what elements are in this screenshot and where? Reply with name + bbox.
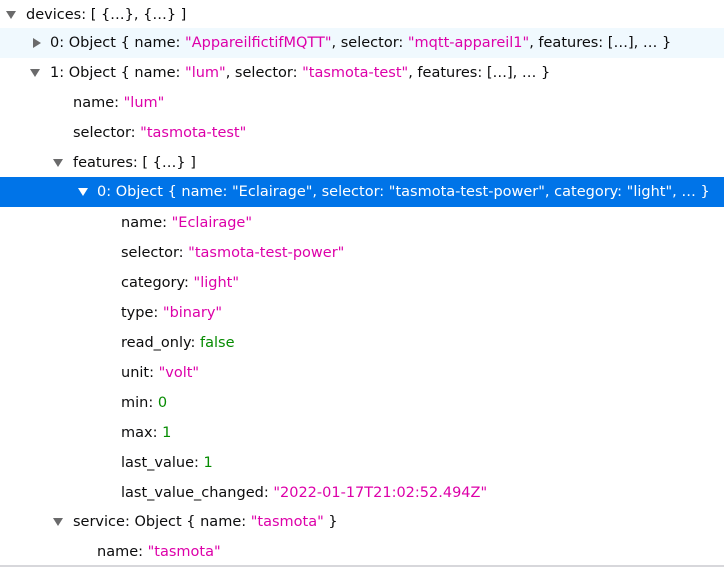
property-key: 1 — [50, 65, 60, 81]
tree-row-feature-category[interactable]: category: "light" — [121, 275, 240, 291]
number-value: 1 — [203, 455, 213, 471]
collapse-arrow-icon[interactable] — [33, 38, 41, 48]
number-value: 0 — [157, 395, 168, 411]
object-preview: Object { name: "Eclairage", selector: "t… — [115, 184, 710, 200]
tree-row-feature-read-only[interactable]: read_only: false — [121, 335, 235, 351]
string-value: "lum" — [123, 95, 165, 111]
string-value: "tasmota" — [250, 514, 324, 530]
property-key: 0 — [97, 184, 107, 200]
property-key: min — [121, 395, 149, 411]
tree-row-service[interactable]: service: Object { name: "tasmota" } — [0, 507, 724, 537]
string-value: "AppareilfictifMQTT" — [185, 35, 332, 51]
string-value: "tasmota-test-power" — [188, 245, 345, 261]
property-key: service — [73, 514, 125, 530]
tree-row-feature-min[interactable]: min: 0 — [121, 395, 168, 411]
string-value: "light" — [193, 275, 240, 291]
expand-arrow-icon[interactable] — [53, 518, 63, 526]
property-key: name — [121, 215, 163, 231]
property-key: last_value_changed — [121, 485, 264, 501]
tree-row-features[interactable]: features: [ {…} ] — [0, 148, 724, 178]
property-key: features — [73, 155, 133, 171]
property-key: devices — [26, 7, 82, 23]
tree-row-device-0[interactable]: 0: Object { name: "AppareilfictifMQTT", … — [0, 28, 724, 58]
string-value: "tasmota" — [147, 544, 221, 560]
bottom-divider — [0, 565, 724, 567]
string-value: "Eclairage" — [171, 215, 253, 231]
property-key: selector — [73, 125, 131, 141]
tree-row-selector[interactable]: selector: "tasmota-test" — [73, 125, 247, 141]
tree-row-feature-0[interactable]: 0: Object { name: "Eclairage", selector:… — [0, 177, 724, 207]
tree-row-feature-last-value[interactable]: last_value: 1 — [121, 455, 213, 471]
property-key: unit — [121, 365, 150, 381]
array-preview: [ {…}, {…} ] — [90, 7, 187, 23]
property-key: last_value — [121, 455, 195, 471]
string-value: "binary" — [162, 305, 223, 321]
tree-row-device-1[interactable]: 1: Object { name: "lum", selector: "tasm… — [0, 58, 724, 88]
tree-row-feature-name[interactable]: name: "Eclairage" — [121, 215, 253, 231]
expand-arrow-icon[interactable] — [53, 159, 63, 167]
expand-arrow-icon[interactable] — [6, 11, 16, 19]
property-key: 0 — [50, 35, 60, 51]
tree-row-name[interactable]: name: "lum" — [73, 95, 165, 111]
property-key: name — [73, 95, 115, 111]
boolean-value: false — [200, 335, 235, 351]
array-preview: [ {…} ] — [142, 155, 196, 171]
string-value: "tasmota-test" — [302, 65, 409, 81]
property-key: max — [121, 425, 153, 441]
property-key: category — [121, 275, 185, 291]
tree-row-feature-selector[interactable]: selector: "tasmota-test-power" — [121, 245, 345, 261]
string-value: "2022-01-17T21:02:52.494Z" — [273, 485, 488, 501]
number-value: 1 — [162, 425, 172, 441]
string-value: "volt" — [158, 365, 200, 381]
tree-row-service-name[interactable]: name: "tasmota" — [97, 544, 221, 560]
tree-row-feature-max[interactable]: max: 1 — [121, 425, 172, 441]
tree-row-devices[interactable]: devices: [ {…}, {…} ] — [0, 0, 724, 30]
tree-row-feature-last-value-changed[interactable]: last_value_changed: "2022-01-17T21:02:52… — [121, 485, 488, 501]
tree-row-feature-type[interactable]: type: "binary" — [121, 305, 223, 321]
property-key: read_only — [121, 335, 191, 351]
property-key: name — [97, 544, 139, 560]
tree-row-feature-unit[interactable]: unit: "volt" — [121, 365, 200, 381]
expand-arrow-icon[interactable] — [78, 188, 88, 196]
string-value: "lum" — [185, 65, 226, 81]
string-value: "mqtt-appareil1" — [407, 35, 530, 51]
property-key: selector — [121, 245, 179, 261]
property-key: type — [121, 305, 154, 321]
string-value: "tasmota-test" — [140, 125, 247, 141]
expand-arrow-icon[interactable] — [30, 69, 40, 77]
